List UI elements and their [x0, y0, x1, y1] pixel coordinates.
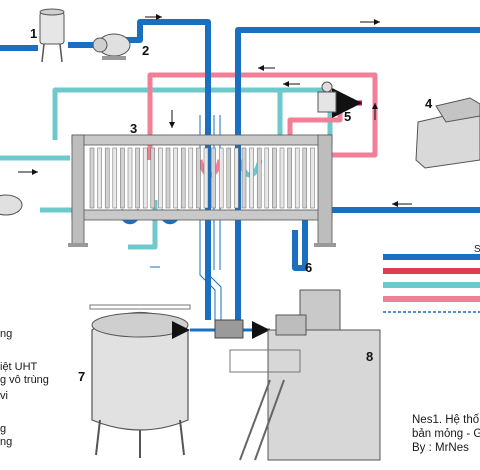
- exchanger-plate: [303, 148, 307, 208]
- exchanger-plate: [151, 148, 155, 208]
- exchanger-plate: [295, 148, 299, 208]
- exchanger-plates: [90, 148, 314, 208]
- exchanger-plate: [189, 148, 193, 208]
- caption-line-3: By : MrNes: [412, 441, 480, 455]
- exchanger-plate: [227, 148, 231, 208]
- feed-pump: [93, 34, 130, 60]
- figure-caption: Nes1. Hệ thố bản mỏng - G By : MrNes: [412, 413, 480, 455]
- balance-tank: [40, 9, 64, 62]
- valve-cluster: [190, 320, 270, 338]
- left-text-2: iệt UHT: [0, 361, 37, 374]
- exchanger-plate: [166, 148, 170, 208]
- exchanger-plate: [257, 148, 261, 208]
- label-2: 2: [142, 43, 149, 58]
- label-6: 6: [305, 260, 312, 275]
- exchanger-plate: [280, 148, 284, 208]
- steam-injector: [318, 82, 336, 112]
- exchanger-plate: [128, 148, 132, 208]
- exchanger-plate: [242, 148, 246, 208]
- aseptic-tank: [90, 305, 190, 458]
- label-7: 7: [78, 369, 85, 384]
- exchanger-plate: [250, 148, 254, 208]
- filling-machine: [230, 290, 380, 460]
- caption-line-2: bản mỏng - G: [412, 427, 480, 441]
- booster-pump: [0, 195, 22, 215]
- legend-hot-red: [383, 268, 480, 274]
- left-text-6: ng: [0, 436, 12, 449]
- exchanger-plate: [120, 148, 124, 208]
- exchanger-plate: [212, 148, 216, 208]
- caption-line-1: Nes1. Hệ thố: [412, 413, 480, 427]
- exchanger-plate: [265, 148, 269, 208]
- exchanger-plate: [158, 148, 162, 208]
- exchanger-plate: [272, 148, 276, 208]
- exchanger-plate: [288, 148, 292, 208]
- exchanger-plate: [196, 148, 200, 208]
- exchanger-plate: [310, 148, 314, 208]
- exchanger-plate: [234, 148, 238, 208]
- exchanger-plate: [204, 148, 208, 208]
- exchanger-plate: [136, 148, 140, 208]
- legend-water-pink: [383, 296, 480, 302]
- exchanger-plate: [181, 148, 185, 208]
- left-text-5: g: [0, 423, 6, 436]
- label-3: 3: [130, 121, 137, 136]
- label-5: 5: [344, 109, 351, 124]
- exchanger-plate: [98, 148, 102, 208]
- legend-swatches: S: [383, 244, 480, 312]
- exchanger-plate: [105, 148, 109, 208]
- label-1: 1: [30, 26, 37, 41]
- legend-partial-letter: S: [474, 244, 480, 255]
- left-text-4: vi: [0, 390, 8, 403]
- legend-cooling-cyan: [383, 282, 480, 288]
- left-text-3: g vô trùng: [0, 374, 49, 387]
- legend-product-blue: [383, 254, 480, 260]
- label-8: 8: [366, 349, 373, 364]
- exchanger-plate: [113, 148, 117, 208]
- exchanger-plate: [90, 148, 94, 208]
- exchanger-plate: [174, 148, 178, 208]
- exchanger-plate: [219, 148, 223, 208]
- label-4: 4: [425, 96, 433, 111]
- left-text-1: ng: [0, 328, 12, 341]
- exchanger-plate: [143, 148, 147, 208]
